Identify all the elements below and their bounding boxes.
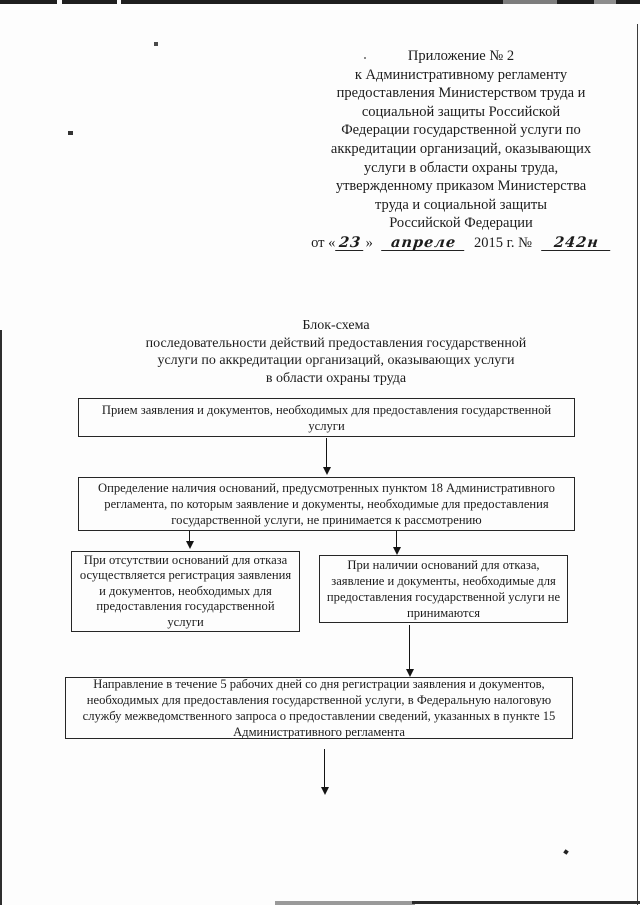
scan-artifact-bottom-gray-bar	[275, 901, 415, 905]
flowchart-title-line: услуги по аккредитации организаций, оказ…	[157, 353, 515, 369]
scan-artifact-top-edge	[0, 0, 640, 4]
arrow-head-down-icon	[392, 547, 401, 555]
arrow-head-down-icon	[405, 669, 414, 677]
date-prefix: от «	[311, 234, 336, 251]
flow-arrow-down-right	[392, 531, 401, 555]
flow-arrow-down-left	[185, 531, 194, 549]
flowchart-box-text: При отсутствии оснований для отказа осущ…	[79, 552, 292, 629]
scan-speck	[68, 131, 73, 135]
scan-speck	[364, 57, 366, 59]
flowchart-box-text: Определение наличия оснований, предусмот…	[98, 481, 555, 527]
appendix-header-line: аккредитации организаций, оказывающих	[330, 140, 592, 157]
scan-artifact-right-edge	[637, 24, 638, 905]
appendix-header-line: утвержденному приказом Министерства	[335, 178, 587, 195]
appendix-header-line: Российской Федерации	[389, 215, 533, 232]
flowchart-box-grounds-check: Определение наличия оснований, предусмот…	[78, 477, 575, 531]
appendix-header-line: предоставления Министерством труда и	[336, 85, 586, 102]
arrow-head-down-icon	[185, 541, 194, 549]
arrow-head-down-icon	[320, 787, 329, 795]
arrow-shaft	[323, 749, 326, 787]
arrow-shaft	[325, 438, 328, 467]
flow-arrow-down-2	[405, 625, 414, 677]
date-closing-quote: »	[365, 234, 373, 251]
appendix-header-line: Федерации государственной услуги по	[341, 122, 581, 139]
appendix-header-line: труда и социальной защиты	[375, 196, 547, 213]
handwritten-order-number: 242н	[541, 234, 612, 251]
scan-speck	[429, 112, 431, 114]
flowchart-box-reception: Прием заявления и документов, необходимы…	[78, 398, 575, 437]
flowchart-box-no-grounds-registration: При отсутствии оснований для отказа осущ…	[71, 551, 300, 632]
appendix-header-line: социальной защиты Российской	[361, 103, 561, 120]
arrow-shaft	[395, 531, 398, 547]
flowchart-box-text: Прием заявления и документов, необходимы…	[101, 402, 552, 433]
arrow-head-down-icon	[322, 467, 331, 475]
scan-artifact-top-gray-segment	[594, 0, 616, 4]
date-year-and-number-sign: 2015 г. №	[473, 234, 533, 251]
appendix-header-line: услуги в области охраны труда,	[363, 159, 559, 176]
flow-arrow-down-3	[320, 749, 329, 795]
scan-artifact-bottom-black-bar	[412, 901, 640, 904]
flowchart-box-text: Направление в течение 5 рабочих дней со …	[82, 677, 556, 739]
flowchart-box-grounds-rejection: При наличии оснований для отказа, заявле…	[319, 555, 568, 623]
scan-speck	[563, 849, 569, 855]
handwritten-day: 23	[335, 234, 366, 251]
flowchart-title-line: последовательности действий предоставлен…	[145, 335, 527, 351]
flowchart-title: Блок-схема последовательности действий п…	[30, 317, 640, 387]
flowchart-box-interagency-request: Направление в течение 5 рабочих дней со …	[65, 677, 573, 739]
arrow-shaft	[188, 531, 191, 541]
arrow-shaft	[408, 625, 411, 669]
scan-artifact-top-gray-segment	[503, 0, 557, 4]
appendix-header-line: к Административному регламенту	[354, 66, 568, 83]
handwritten-month: апреле	[381, 234, 466, 251]
scan-artifact-left-edge	[0, 330, 2, 905]
flowchart-title-line: в области охраны труда	[265, 370, 407, 386]
scan-artifact-top-gap	[57, 0, 62, 4]
flowchart-box-text: При наличии оснований для отказа, заявле…	[326, 558, 561, 620]
scan-artifact-top-gap	[117, 0, 121, 4]
appendix-header-line: Приложение № 2	[407, 48, 515, 64]
approval-date-line: от «23» апреле 2015 г. № 242н	[295, 234, 627, 253]
scan-speck	[154, 42, 158, 46]
flow-arrow-down-1	[322, 438, 331, 475]
appendix-header: Приложение № 2 к Административному регла…	[295, 47, 627, 253]
flowchart-title-line: Блок-схема	[302, 318, 370, 333]
